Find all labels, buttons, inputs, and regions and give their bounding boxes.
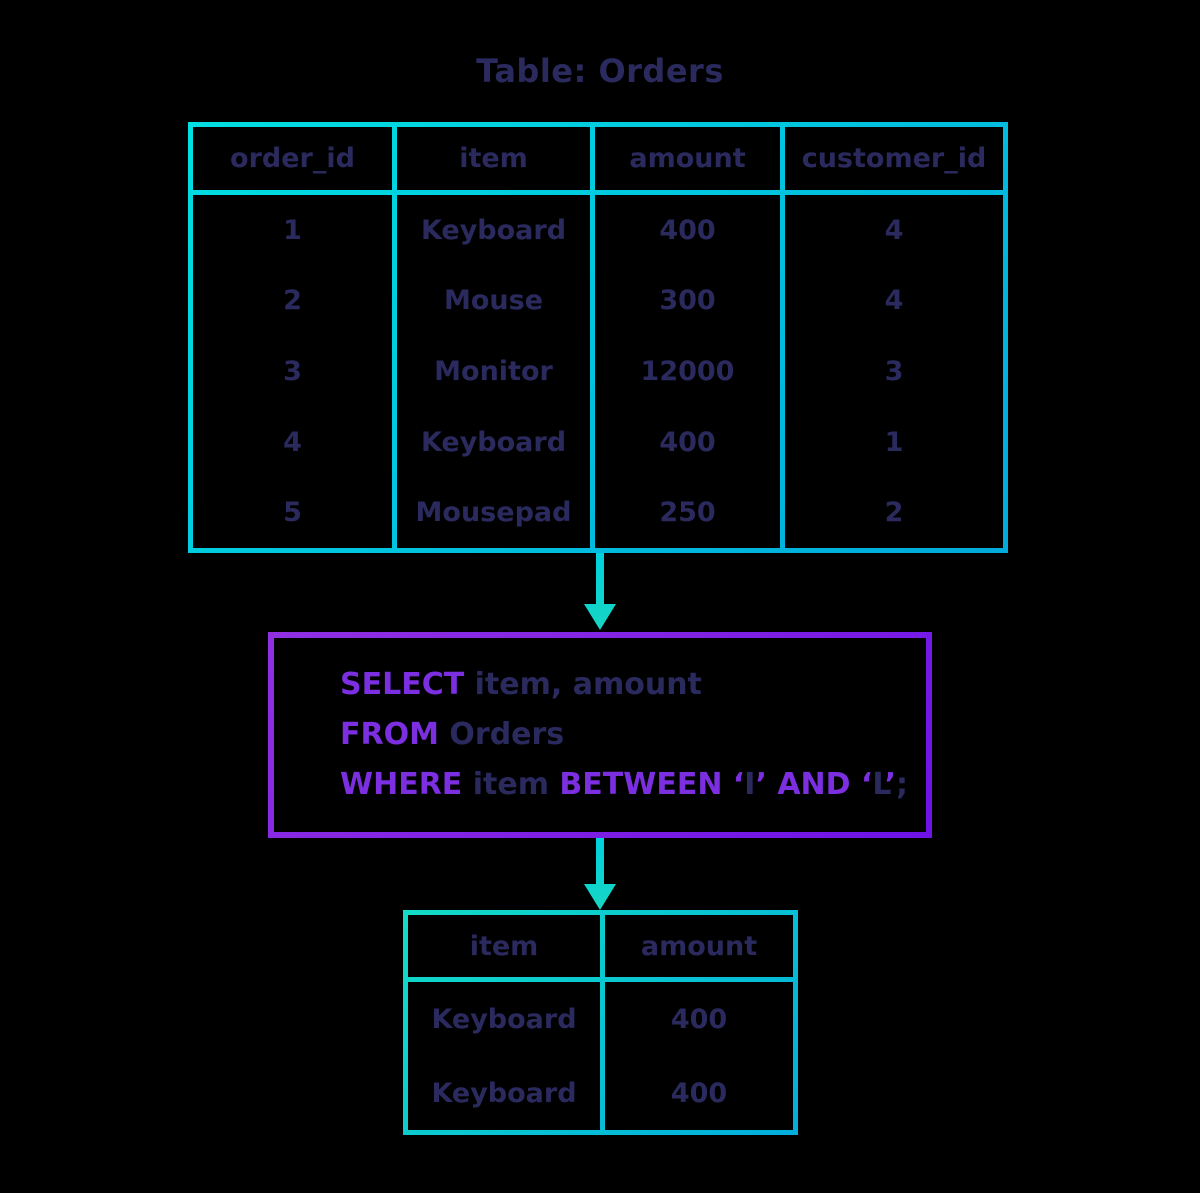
sql-text [767,767,777,802]
sql-line: SELECT item, amount [340,660,916,710]
cell-value: Mousepad [415,497,572,529]
sql-text: item [462,767,560,802]
table-column-customer_id: 4 4 3 1 2 [785,195,1003,548]
cell-value: Keyboard [431,1003,577,1035]
sql-keyword: AND [777,767,851,802]
cell-value: 400 [670,1077,728,1109]
sql-text: item, amount [464,667,702,702]
sql-text: ; [896,767,909,802]
cell-value: Keyboard [420,214,567,246]
column-header-amount: amount [605,915,793,977]
column-header-item: item [397,127,590,190]
cell-value: 250 [659,497,716,529]
cell-value: Keyboard [431,1077,577,1109]
cell-value: 400 [670,1003,728,1035]
column-header-order_id: order_id [193,127,392,190]
cell-value: Mouse [443,285,544,317]
cell-value: 5 [283,497,302,529]
arrow-down-icon [584,838,616,910]
cell-value: 2 [283,285,302,317]
column-header-amount: amount [595,127,780,190]
cell-value: 3 [283,355,302,387]
sql-text: I [744,767,756,802]
sql-text: Orders [438,717,565,752]
sql-text [722,767,732,802]
cell-value: Keyboard [420,426,567,458]
sql-keyword: ‘ [861,767,873,802]
column-header-item: item [408,915,600,977]
sql-keyword: ‘ [732,767,745,802]
page-title: Table: Orders [476,52,724,90]
sql-text [851,767,861,802]
table-column-amount: 400 400 [605,982,793,1130]
cell-value: 1 [884,426,904,458]
cell-value: 4 [884,214,904,246]
table-column-amount: 400 300 12000 400 250 [595,195,780,548]
cell-value: 3 [884,355,904,387]
arrow-down-icon [584,553,616,630]
cell-value: 2 [884,497,904,529]
cell-value: 300 [659,285,716,317]
sql-keyword: ’ [884,767,897,802]
sql-line: FROM Orders [340,710,916,760]
sql-keyword: FROM [340,717,439,752]
sql-keyword: ’ [755,767,767,802]
cell-value: 400 [659,214,716,246]
cell-value: Monitor [434,355,553,387]
sql-line: WHERE item BETWEEN ‘I’ AND ‘L’; [340,760,916,810]
table-column-order_id: 1 2 3 4 5 [193,195,392,548]
sql-keyword: SELECT [340,667,465,702]
sql-text: L [872,767,885,802]
cell-value: 12000 [640,355,735,387]
column-header-customer_id: customer_id [785,127,1003,190]
cell-value: 400 [659,426,716,458]
cell-value: 4 [283,426,302,458]
cell-value: 1 [283,214,302,246]
cell-value: 4 [884,285,904,317]
sql-keyword: BETWEEN [559,767,723,802]
sql-keyword: WHERE [340,767,463,802]
